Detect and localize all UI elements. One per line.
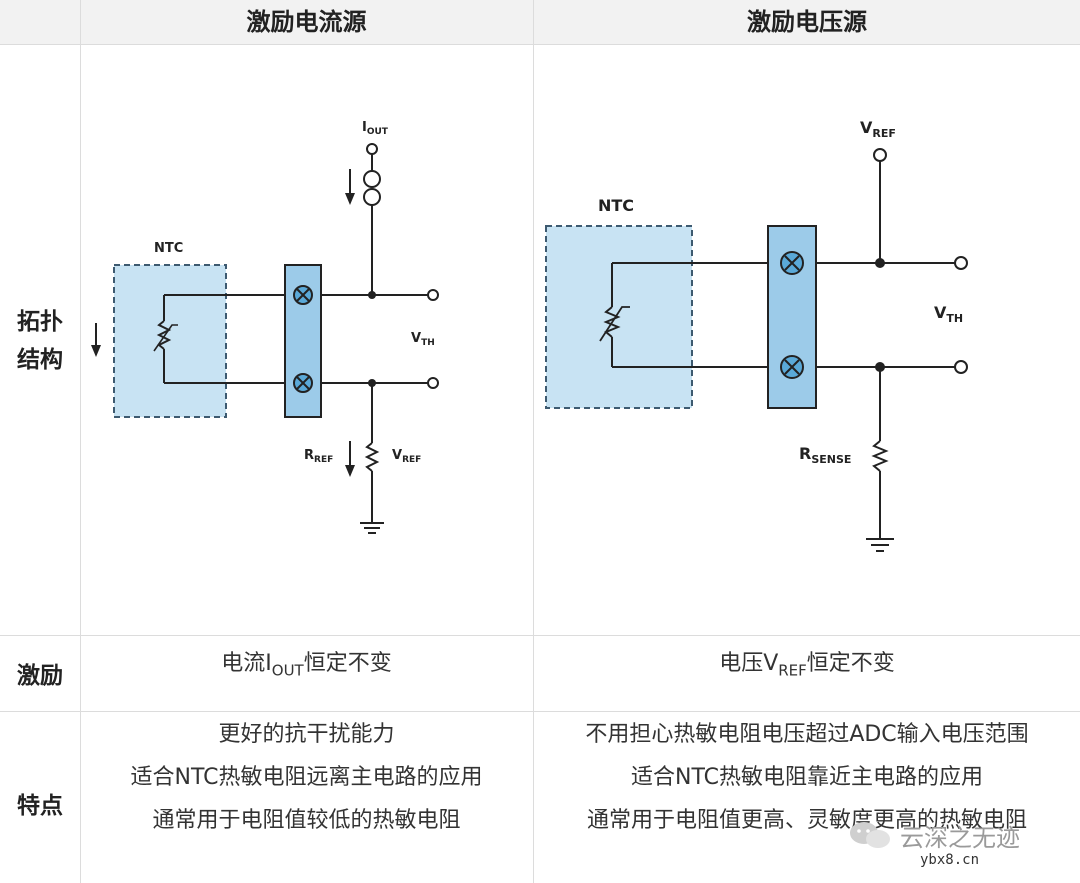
features-current-cell: 更好的抗干扰能力 适合NTC热敏电阻远离主电路的应用 通常用于电阻值较低的热敏电… <box>80 720 533 849</box>
ntc-box <box>113 264 227 418</box>
divider <box>0 635 1080 636</box>
watermark-site: ybx8.cn <box>920 852 980 868</box>
feature-item: 不用担心热敏电阻电压超过ADC输入电压范围 <box>585 722 1029 747</box>
vref-label: VREF <box>392 448 421 465</box>
row-label-excitation: 激励 <box>17 663 63 689</box>
column-header-voltage-source: 激励电压源 <box>747 8 867 36</box>
row-label-topology: 拓扑 结构 <box>17 309 63 373</box>
feature-item: 适合NTC热敏电阻远离主电路的应用 <box>130 765 483 790</box>
rref-label: RREF <box>304 448 333 465</box>
header-row <box>0 0 1080 44</box>
voltage-source-diagram: NTC VREF VTH RSENSE <box>545 118 968 552</box>
watermark-text: 云深之无迹 <box>900 824 1020 852</box>
rsense-label: RSENSE <box>799 444 851 466</box>
divider <box>80 0 81 883</box>
ntc-label: NTC <box>598 196 634 215</box>
watermark: 云深之无迹 ybx8.cn <box>840 814 1050 874</box>
wechat-icon <box>850 822 890 848</box>
divider <box>0 711 1080 712</box>
excitation-voltage-cell: 电压VREF恒定不变 <box>719 651 895 680</box>
divider <box>0 44 1080 45</box>
ntc-label: NTC <box>154 241 183 256</box>
features-voltage-cell: 不用担心热敏电阻电压超过ADC输入电压范围 适合NTC热敏电阻靠近主电路的应用 … <box>534 720 1080 849</box>
iout-label: IOUT <box>362 120 389 137</box>
feature-item: 通常用于电阻值更高、灵敏度更高的热敏电阻 <box>586 808 1027 833</box>
column-header-current-source: 激励电流源 <box>246 8 367 36</box>
feature-item: 通常用于电阻值较低的热敏电阻 <box>152 808 461 833</box>
feature-item: 更好的抗干扰能力 <box>218 722 395 747</box>
feature-item: 适合NTC热敏电阻靠近主电路的应用 <box>631 765 983 790</box>
row-label-features: 特点 <box>17 793 63 819</box>
divider <box>533 0 534 883</box>
vth-label: VTH <box>411 331 435 348</box>
excitation-current-cell: 电流IOUT恒定不变 <box>221 651 392 680</box>
vref-label: VREF <box>860 118 896 140</box>
current-source-diagram: NTC IOUT VTH RREF VREF <box>91 120 439 534</box>
vth-label: VTH <box>934 303 963 325</box>
